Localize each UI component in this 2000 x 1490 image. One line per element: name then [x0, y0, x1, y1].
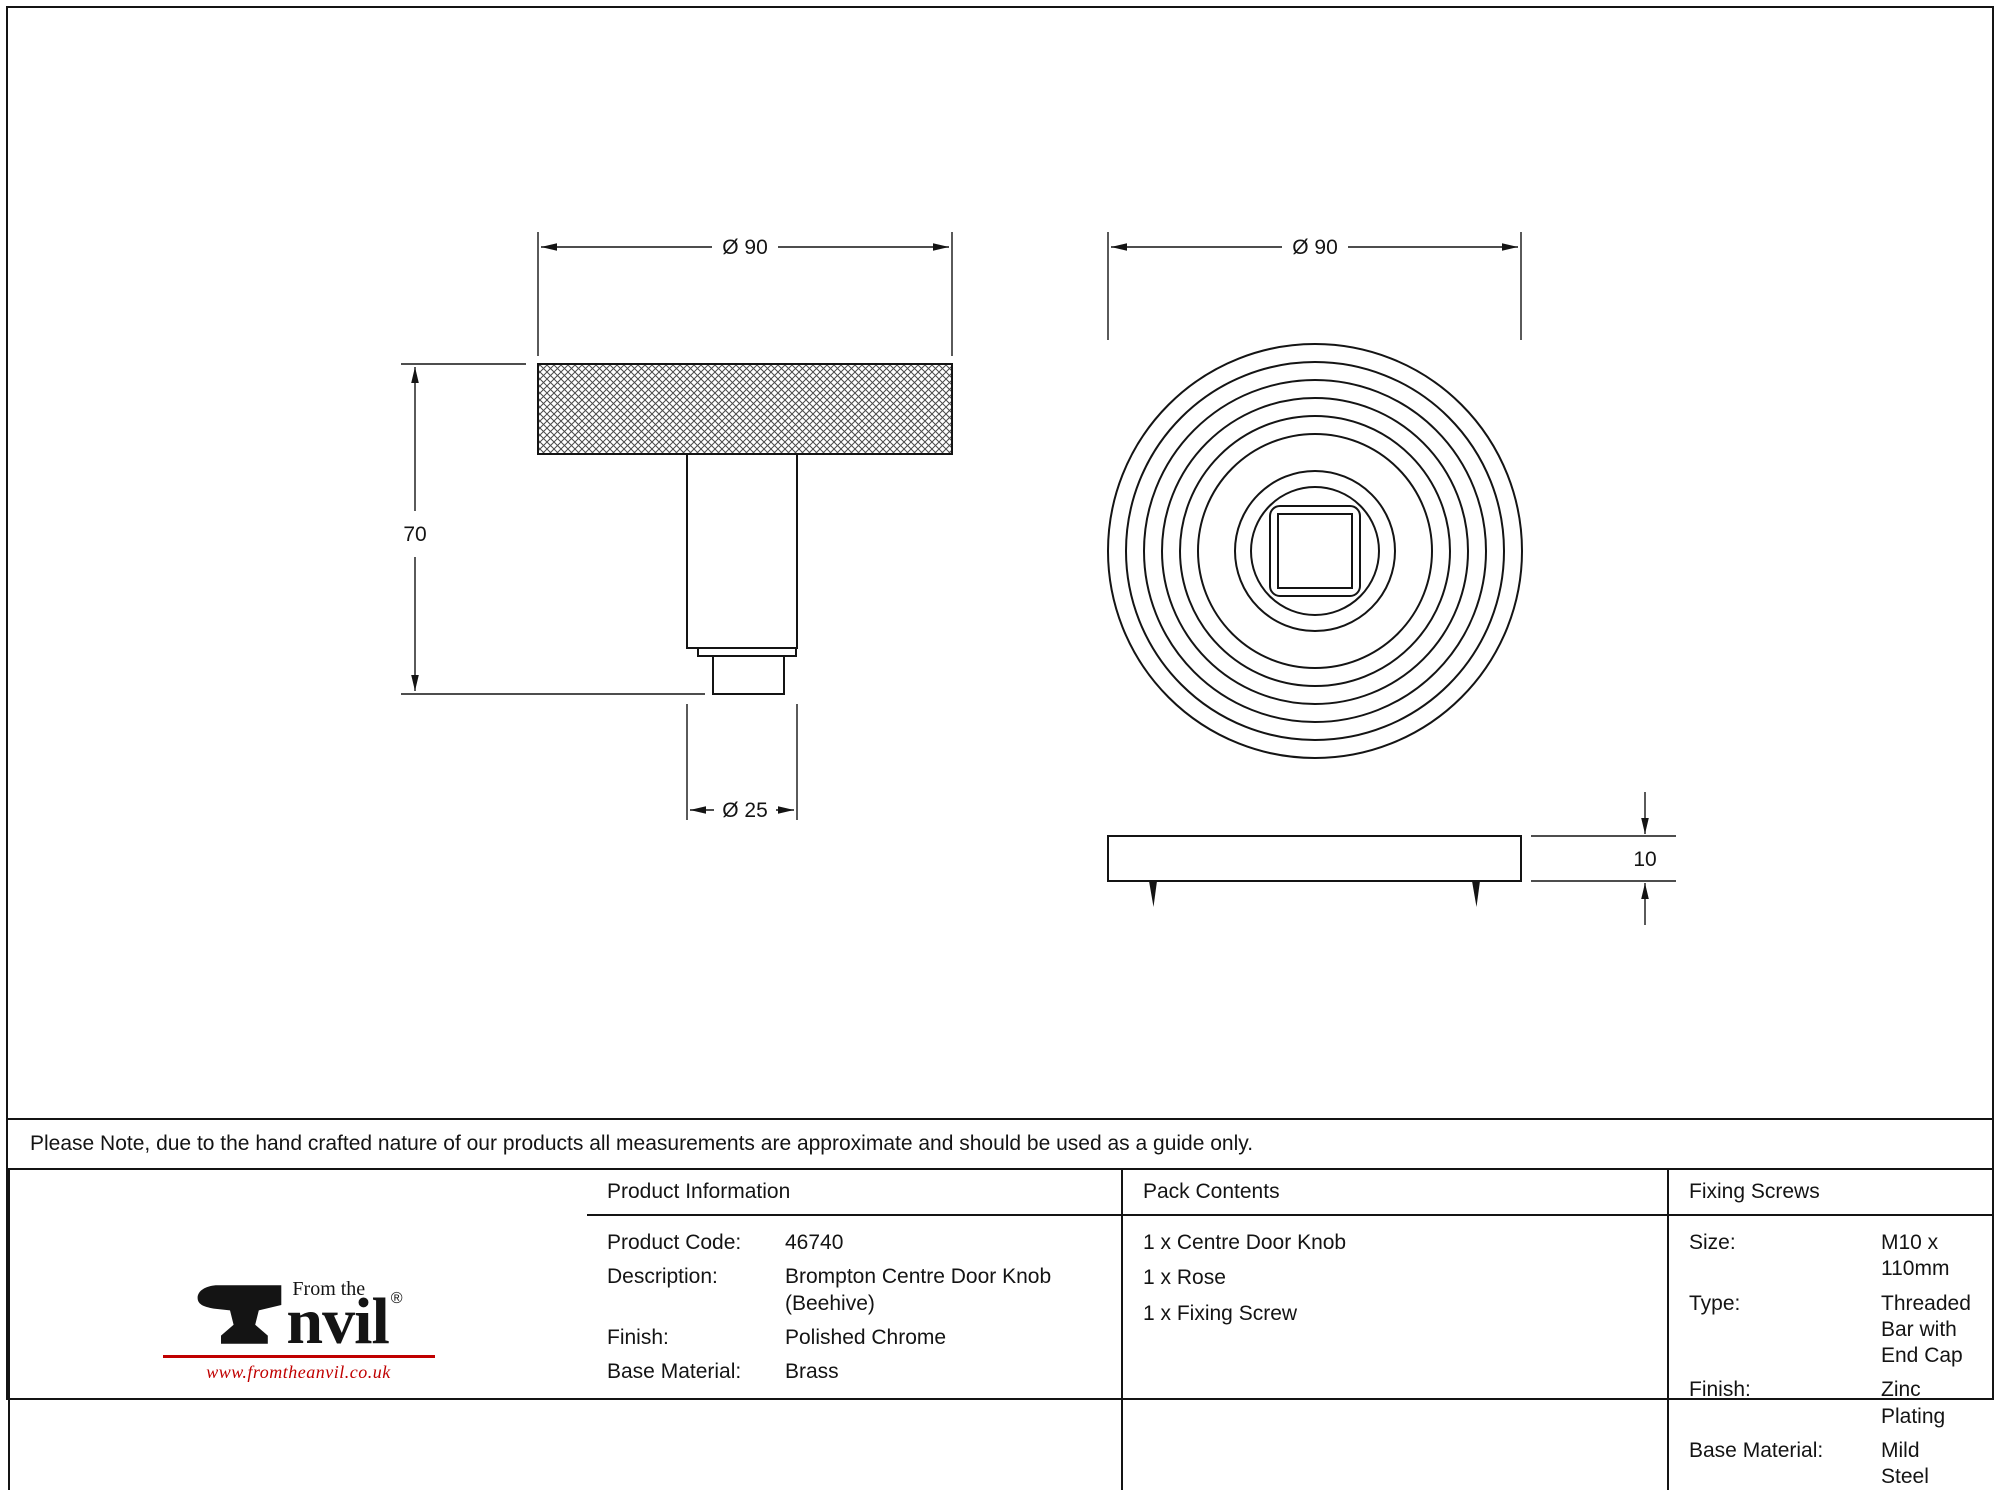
brand-website: www.fromtheanvil.co.uk — [206, 1362, 390, 1383]
rose-thickness-label: 10 — [1633, 848, 1656, 871]
drawing-area: Ø 90 70 Ø 25 — [8, 8, 1992, 1118]
product-information-header-label: Product Information — [607, 1180, 790, 1204]
knob-stem-collar — [698, 648, 796, 656]
brand-wordmark: From the nvil — [286, 1278, 388, 1349]
rose-ring — [1144, 380, 1486, 722]
knob-stem-diameter-label: Ø 25 — [722, 799, 768, 822]
pack-item: 1 x Centre Door Knob — [1143, 1230, 1647, 1256]
screw-base-material-label: Base Material: — [1689, 1438, 1881, 1490]
knob-stem-end — [713, 656, 784, 694]
spec-table: Product Information Pack Contents Fixing… — [8, 1170, 1992, 1490]
knob-height-label: 70 — [403, 523, 426, 546]
screw-type-label: Type: — [1689, 1291, 1881, 1370]
fixing-screws-body: Size: M10 x 110mm Type: Threaded Bar wit… — [1667, 1216, 1992, 1490]
registered-trademark-symbol: ® — [391, 1290, 403, 1308]
knob-side-view — [538, 364, 952, 694]
product-code-value: 46740 — [785, 1230, 1101, 1256]
pack-contents-header-label: Pack Contents — [1143, 1180, 1280, 1204]
product-information-header: Product Information — [587, 1170, 1121, 1216]
knob-knurled-head — [538, 364, 952, 454]
spec-sheet-page: Ø 90 70 Ø 25 — [6, 6, 1994, 1400]
brand-rule — [163, 1355, 435, 1358]
technical-drawing: Ø 90 70 Ø 25 — [8, 8, 1992, 1118]
rose-profile-view — [1108, 836, 1521, 907]
product-code-label: Product Code: — [607, 1230, 785, 1256]
rose-ring — [1198, 434, 1432, 668]
rose-thickness-dimension: 10 — [1531, 792, 1676, 925]
rose-profile-body — [1108, 836, 1521, 881]
pack-item: 1 x Fixing Screw — [1143, 1301, 1647, 1327]
knob-stem-diameter-dimension: Ø 25 — [687, 704, 797, 822]
rose-diameter-dimension: Ø 90 — [1108, 232, 1521, 340]
knob-diameter-dimension: Ø 90 — [538, 232, 952, 356]
measurement-note-text: Please Note, due to the hand crafted nat… — [30, 1132, 1253, 1156]
screw-size-value: M10 x 110mm — [1881, 1230, 1972, 1283]
fixing-screws-header-label: Fixing Screws — [1689, 1180, 1820, 1204]
pack-contents-body: 1 x Centre Door Knob 1 x Rose 1 x Fixing… — [1121, 1216, 1667, 1490]
pack-contents-header: Pack Contents — [1121, 1170, 1667, 1216]
screw-finish-label: Finish: — [1689, 1377, 1881, 1430]
spindle-hole — [1278, 514, 1352, 588]
base-material-label: Base Material: — [607, 1359, 785, 1385]
base-material-value: Brass — [785, 1359, 1101, 1385]
description-value: Brompton Centre Door Knob (Beehive) — [785, 1264, 1065, 1317]
rose-ring — [1126, 362, 1504, 740]
fixing-screws-header: Fixing Screws — [1667, 1170, 1992, 1216]
screw-finish-value: Zinc Plating — [1881, 1377, 1972, 1430]
product-information-body: Product Code: 46740 Description: Brompto… — [587, 1216, 1121, 1490]
fixing-pin-right — [1472, 881, 1480, 907]
rose-ring — [1108, 344, 1522, 758]
fixing-pin-left — [1149, 881, 1157, 907]
screw-base-material-value: Mild Steel — [1881, 1438, 1972, 1490]
brand-name-text: nvil — [286, 1295, 388, 1349]
screw-type-value: Threaded Bar with End Cap — [1881, 1291, 1972, 1370]
knob-stem — [687, 454, 797, 648]
rose-diameter-label: Ø 90 — [1292, 236, 1338, 259]
anvil-icon — [194, 1279, 284, 1349]
brand-logo-main: From the nvil ® — [194, 1278, 402, 1349]
finish-label: Finish: — [607, 1325, 785, 1351]
rose-boss-circle — [1235, 471, 1395, 631]
description-label: Description: — [607, 1264, 785, 1317]
rose-ring — [1162, 398, 1468, 704]
brand-logo: From the nvil ® www.fromtheanvil.co.uk — [8, 1170, 587, 1490]
rose-ring — [1180, 416, 1450, 686]
pack-item: 1 x Rose — [1143, 1265, 1647, 1291]
spindle-hole-outer — [1270, 506, 1360, 596]
screw-size-label: Size: — [1689, 1230, 1881, 1283]
rose-front-view — [1108, 344, 1522, 758]
finish-value: Polished Chrome — [785, 1325, 1101, 1351]
knob-diameter-label: Ø 90 — [722, 236, 768, 259]
measurement-note: Please Note, due to the hand crafted nat… — [8, 1118, 1992, 1170]
